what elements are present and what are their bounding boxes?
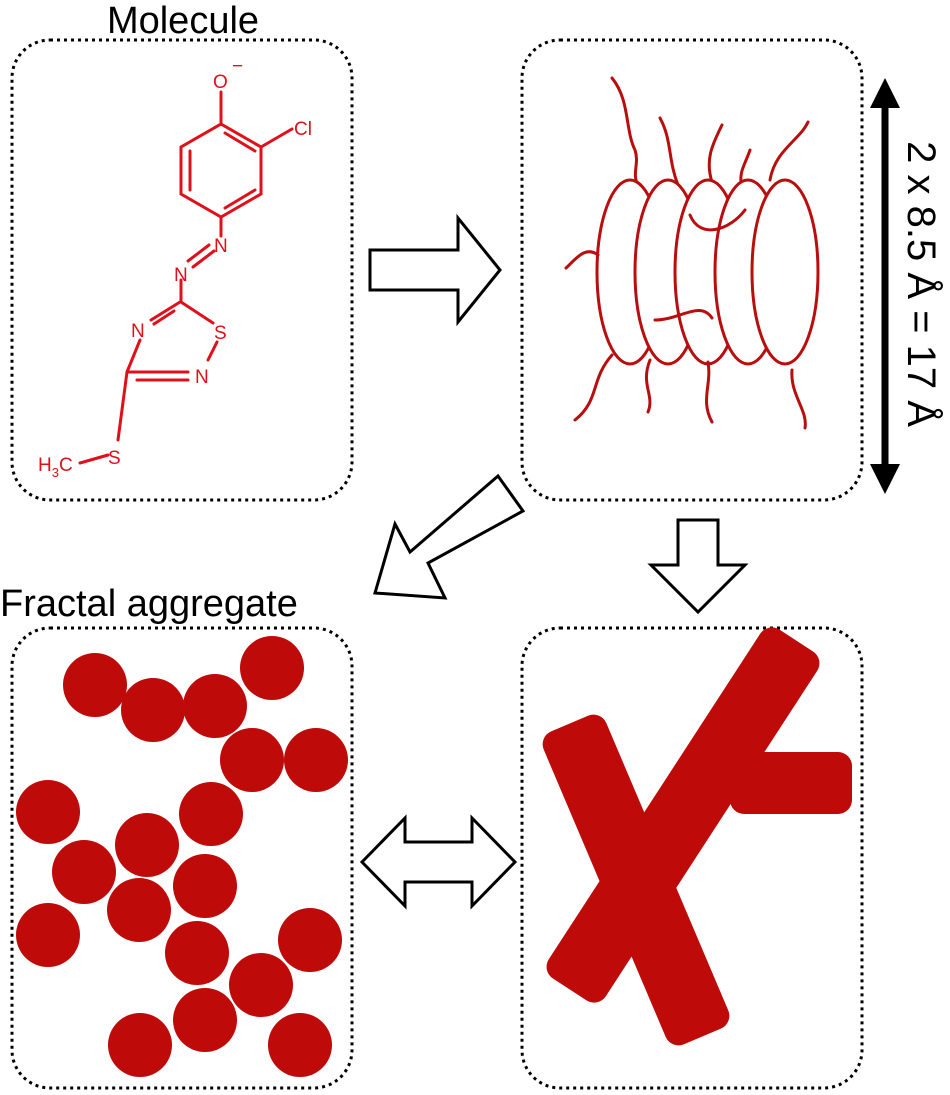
- sphere: [268, 1013, 332, 1077]
- sphere: [63, 653, 127, 717]
- sphere: [179, 782, 243, 846]
- sphere: [52, 840, 116, 904]
- double-headed-arrow: [359, 814, 518, 910]
- sphere: [220, 728, 284, 792]
- thiadiazole-bond: [206, 340, 219, 362]
- diagonal-arrow: [373, 473, 526, 600]
- sphere: [165, 921, 229, 985]
- molecule-panel: [10, 38, 354, 502]
- methyl-bond: [78, 453, 110, 465]
- sphere: [108, 1013, 172, 1077]
- chlorine-bond: [259, 127, 294, 149]
- molecule-structure: [78, 90, 294, 465]
- azo-nitrogen-2-label: N: [174, 265, 188, 286]
- benzene-ring: [179, 122, 263, 219]
- alkyl-tail: [707, 123, 724, 184]
- fractal-panel: [10, 626, 354, 1090]
- chlorine-label: Cl: [294, 119, 312, 140]
- alkyl-tail: [768, 120, 810, 182]
- ring-sulfur-label: S: [214, 323, 227, 344]
- ring-nitrogen-label: N: [131, 321, 145, 342]
- thioether-sulfur-label: S: [108, 448, 121, 469]
- alkyl-tail: [564, 250, 600, 270]
- thiadiazole-bond: [125, 338, 142, 374]
- micelle-panel: [520, 38, 864, 502]
- benzene-double-bond: [223, 131, 257, 153]
- stacked-disk-aggregate: [564, 76, 820, 430]
- methyl-label: H3C: [38, 455, 73, 480]
- alkyl-tail: [610, 76, 642, 190]
- alkyl-tail: [573, 353, 614, 422]
- stacked-disk: [750, 178, 820, 366]
- sphere: [183, 674, 247, 738]
- fractal-spheres: [16, 636, 348, 1077]
- thiadiazole-bond: [149, 300, 182, 322]
- benzene-double-bond: [223, 188, 257, 210]
- alkyl-tail: [688, 208, 747, 232]
- rod-aggregate: [542, 627, 852, 1046]
- sphere: [240, 636, 304, 700]
- right-arrow: [368, 213, 502, 327]
- sphere: [173, 854, 237, 918]
- rod: [546, 627, 820, 1003]
- dimension-label: 2 x 8.5 Å = 17 Å: [899, 141, 944, 427]
- ring-nitrogen-2-label: N: [195, 367, 209, 388]
- thioether-bond: [116, 370, 129, 442]
- alkyl-tail: [644, 358, 652, 414]
- sphere: [278, 908, 342, 972]
- azo-bond: [186, 243, 211, 263]
- sphere: [229, 953, 293, 1017]
- alkyl-tail: [658, 116, 680, 187]
- sphere: [16, 903, 80, 967]
- alkyl-tail: [790, 368, 807, 430]
- azo-bond: [191, 249, 216, 269]
- azo-nitrogen-1-label: N: [214, 236, 228, 257]
- oxygen-label: O: [213, 72, 228, 93]
- down-arrow: [647, 518, 749, 615]
- molecule-title: Molecule: [107, 0, 259, 42]
- sphere: [284, 728, 348, 792]
- thiadiazole-bond: [152, 309, 176, 326]
- sphere: [16, 780, 80, 844]
- sphere: [173, 988, 237, 1052]
- rod: [730, 752, 852, 814]
- alkyl-tail: [653, 309, 714, 322]
- thiadiazole-bond: [179, 300, 215, 325]
- rod-panel: [520, 626, 864, 1090]
- fractal-aggregate-title: Fractal aggregate: [0, 583, 298, 625]
- oxygen-charge-label: −: [232, 56, 243, 77]
- sphere: [115, 813, 179, 877]
- sphere: [107, 878, 171, 942]
- sphere: [121, 678, 185, 742]
- alkyl-tail: [705, 360, 714, 424]
- dimension-arrow: [870, 78, 900, 494]
